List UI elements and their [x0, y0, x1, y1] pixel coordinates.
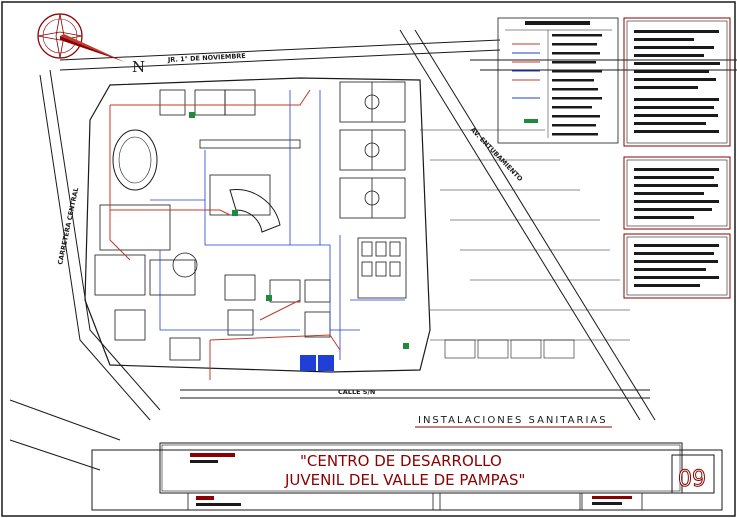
water-lines: [109, 89, 341, 380]
street-label-bottom: CALLE S/N: [338, 388, 375, 396]
plan-subtitle: INSTALACIONES SANITARIAS: [418, 415, 608, 426]
sports-courts: [339, 81, 407, 299]
fan-building: [229, 189, 281, 233]
septic-tank: [300, 355, 334, 371]
site-boundary: [84, 77, 431, 373]
drainage-lines: [150, 90, 405, 360]
stadium: [112, 129, 158, 191]
legend-panel: [497, 17, 619, 144]
title-line-1: "CENTRO DE DESARROLLO: [300, 452, 502, 470]
north-arrow-icon: [37, 13, 125, 62]
title-line-2: JUVENIL DEL VALLE DE PAMPAS": [284, 471, 525, 489]
fixture-markers: [189, 112, 409, 349]
north-label: N: [132, 58, 145, 76]
street-label-left: CARRETERA CENTRAL: [56, 187, 80, 266]
title-block: [91, 442, 723, 511]
notes-panels: [623, 17, 731, 299]
sheet-number: 09: [678, 467, 706, 492]
lots: [420, 129, 630, 359]
